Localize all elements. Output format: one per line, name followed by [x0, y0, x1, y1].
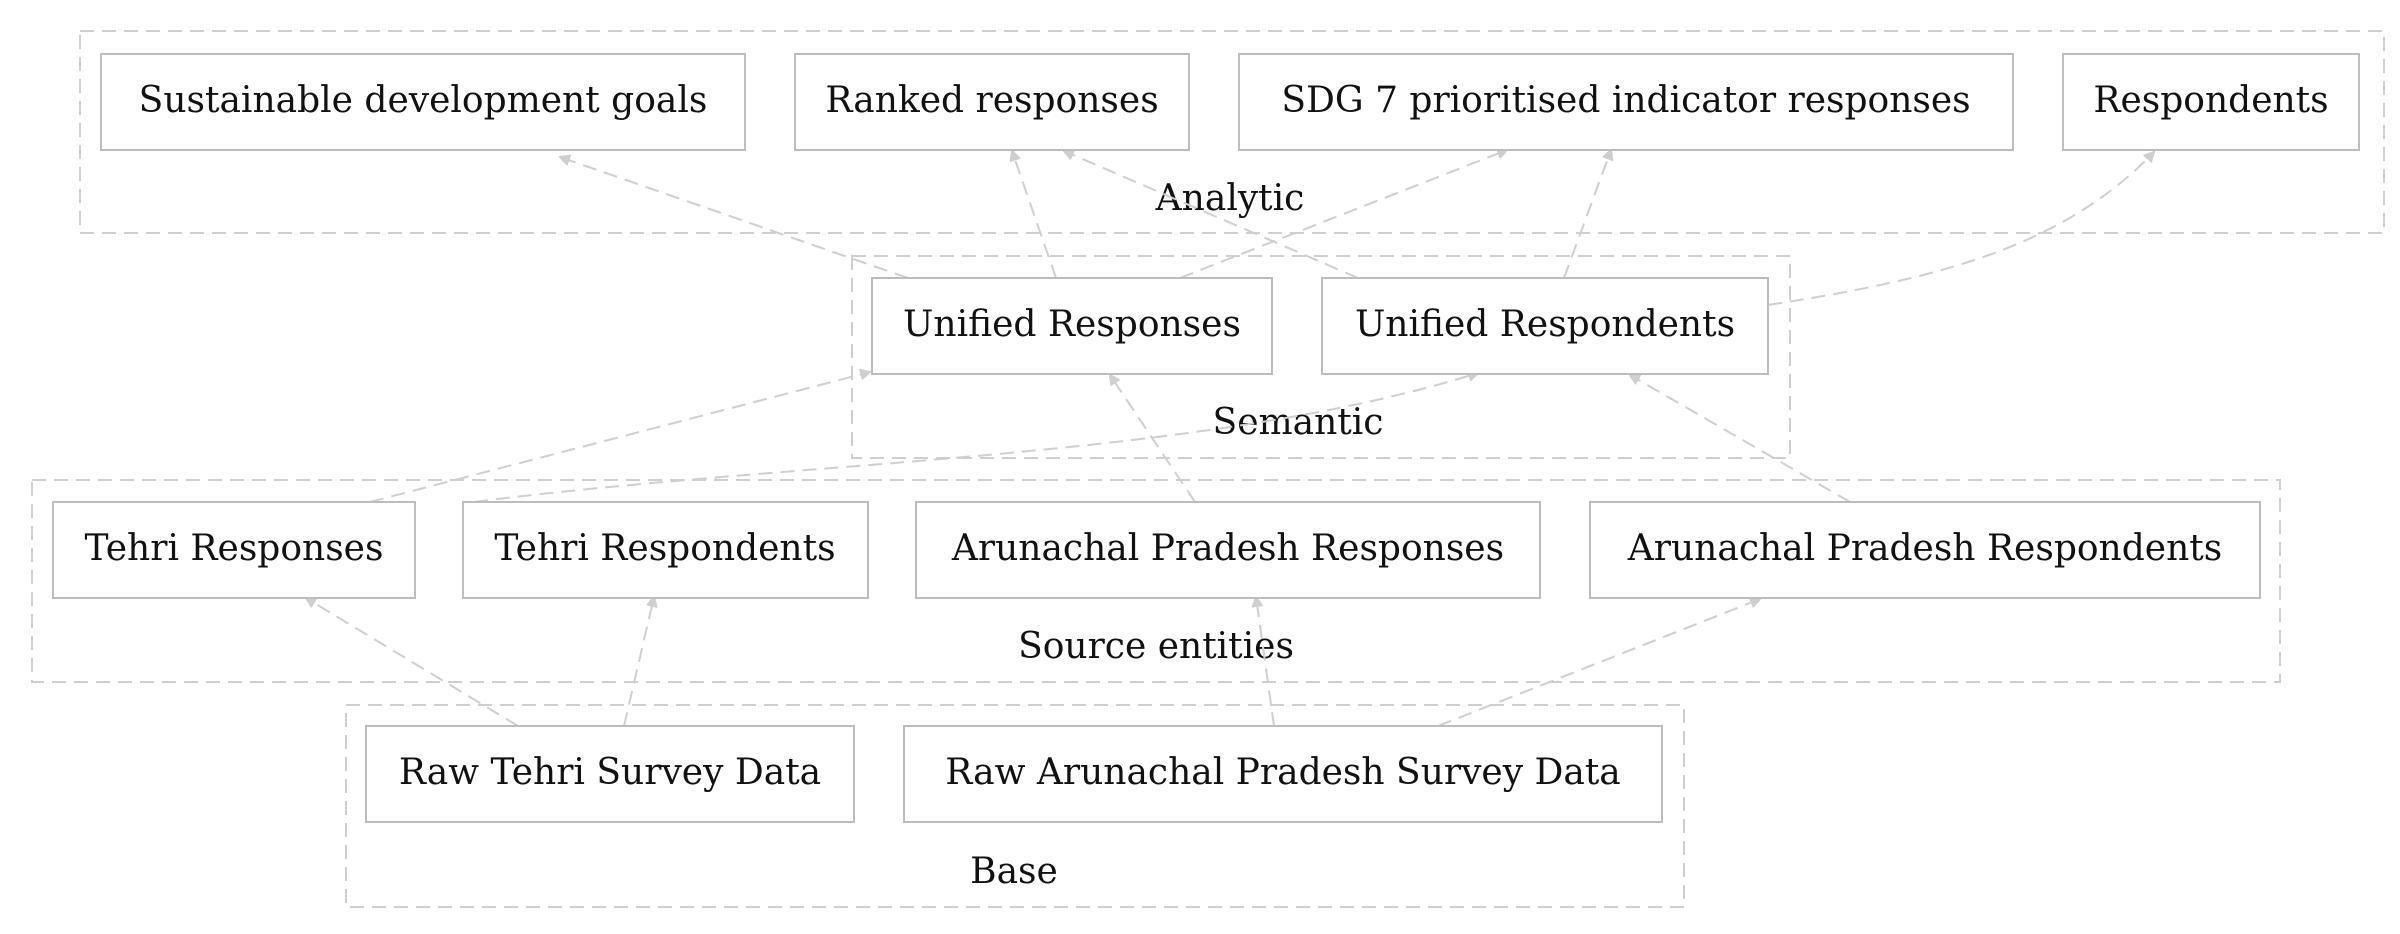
cluster-label-base: Base: [970, 851, 1058, 892]
node-sustainable-development-goals[interactable]: Sustainable development goals: [100, 53, 746, 151]
edge-unified-respondents-to-sdg7: [1563, 150, 1611, 279]
node-arunachal-pradesh-responses[interactable]: Arunachal Pradesh Responses: [915, 501, 1541, 599]
edge-unified-responses-to-ranked: [1012, 151, 1057, 279]
node-label-sdg7-prioritised-indicator-responses: SDG 7 prioritised indicator responses: [1281, 80, 1970, 121]
node-label-ranked-responses: Ranked responses: [825, 80, 1158, 121]
node-label-raw-arunachal-pradesh-survey-data: Raw Arunachal Pradesh Survey Data: [945, 752, 1621, 793]
node-unified-responses[interactable]: Unified Responses: [871, 277, 1273, 375]
edge-tehri-respondents-to-unified-respondents: [473, 373, 1478, 503]
node-label-respondents: Respondents: [2093, 80, 2328, 121]
node-tehri-respondents[interactable]: Tehri Respondents: [462, 501, 869, 599]
node-label-unified-responses: Unified Responses: [903, 304, 1241, 345]
node-label-sustainable-development-goals: Sustainable development goals: [139, 80, 708, 121]
cluster-analytic: Analytic: [79, 30, 2385, 234]
node-raw-tehri-survey-data[interactable]: Raw Tehri Survey Data: [365, 725, 855, 823]
cluster-source-entities: Source entities: [31, 479, 2281, 683]
node-label-tehri-respondents: Tehri Respondents: [494, 528, 835, 569]
cluster-semantic: Semantic: [851, 255, 1791, 459]
node-label-raw-tehri-survey-data: Raw Tehri Survey Data: [399, 752, 821, 793]
node-tehri-responses[interactable]: Tehri Responses: [52, 501, 416, 599]
edge-raw-ap-to-ap-respondents: [1437, 599, 1760, 727]
cluster-label-semantic: Semantic: [1213, 402, 1384, 443]
node-raw-arunachal-pradesh-survey-data[interactable]: Raw Arunachal Pradesh Survey Data: [903, 725, 1663, 823]
cluster-label-source-entities: Source entities: [1018, 626, 1294, 667]
edge-unified-responses-to-sdg7: [1179, 150, 1507, 279]
edge-unified-responses-to-sdg: [560, 157, 909, 279]
edges: [306, 150, 2154, 727]
edge-ap-respondents-to-unified-respondents: [1630, 375, 1851, 503]
edge-tehri-responses-to-unified-responses: [369, 372, 870, 503]
node-arunachal-pradesh-respondents[interactable]: Arunachal Pradesh Respondents: [1589, 501, 2261, 599]
edge-unified-respondents-to-ranked: [1064, 151, 1359, 279]
node-unified-respondents[interactable]: Unified Respondents: [1321, 277, 1769, 375]
node-label-arunachal-pradesh-responses: Arunachal Pradesh Responses: [951, 528, 1504, 569]
node-sdg7-prioritised-indicator-responses[interactable]: SDG 7 prioritised indicator responses: [1238, 53, 2014, 151]
cluster-base: Base: [345, 704, 1685, 908]
node-ranked-responses[interactable]: Ranked responses: [794, 53, 1190, 151]
node-label-unified-respondents: Unified Respondents: [1355, 304, 1735, 345]
cluster-label-analytic: Analytic: [1155, 178, 1305, 219]
node-label-tehri-responses: Tehri Responses: [85, 528, 384, 569]
node-label-arunachal-pradesh-respondents: Arunachal Pradesh Respondents: [1627, 528, 2222, 569]
edge-raw-tehri-to-tehri-responses: [306, 598, 519, 727]
edge-unified-respondents-to-respondents: [1767, 152, 2154, 306]
edge-raw-tehri-to-tehri-respondents: [623, 597, 654, 727]
edge-ap-responses-to-unified-responses: [1110, 375, 1196, 503]
node-respondents[interactable]: Respondents: [2062, 53, 2360, 151]
